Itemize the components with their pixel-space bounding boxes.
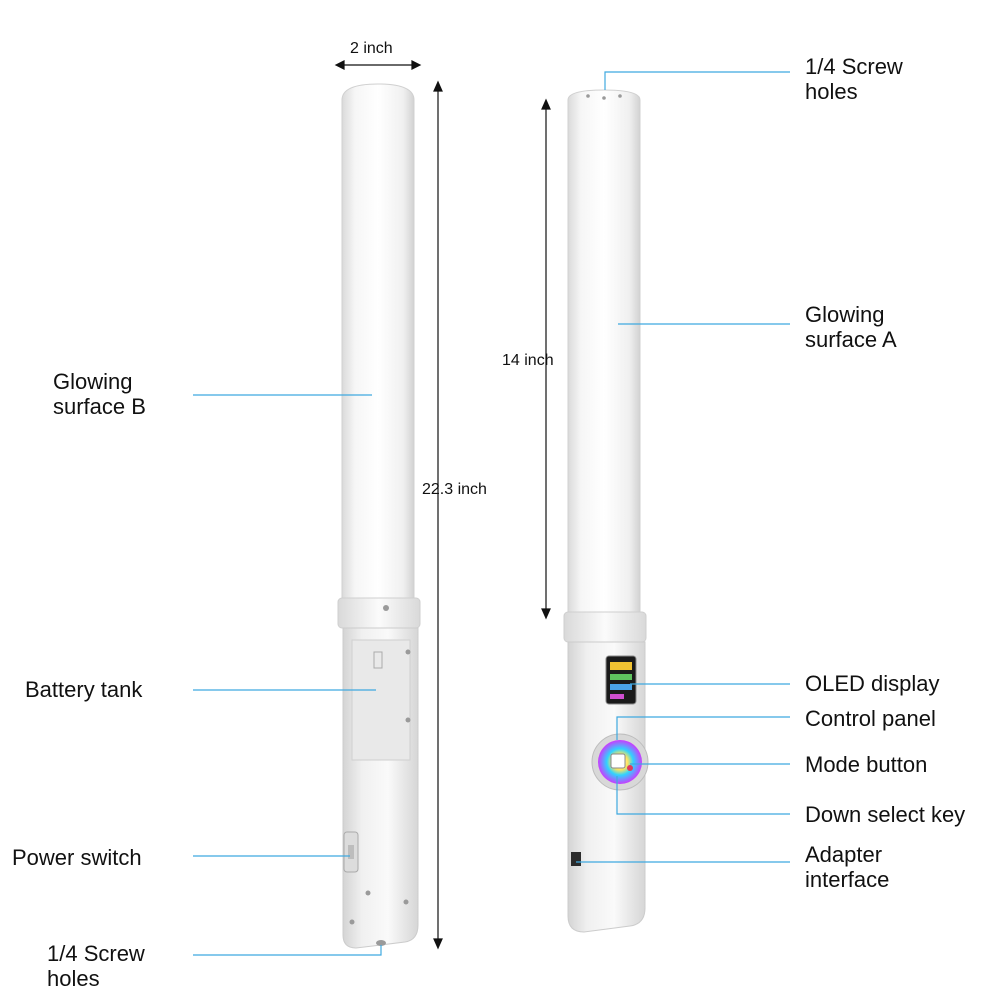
label-screw-holes-bottom: 1/4 Screw holes <box>47 941 145 991</box>
label-oled-display: OLED display <box>805 671 940 696</box>
dimension-lines <box>334 60 551 950</box>
label-down-select-key: Down select key <box>805 802 966 827</box>
label-control-panel: Control panel <box>805 706 936 731</box>
width-dimension-label: 2 inch <box>350 40 393 57</box>
light-length-dimension-label: 14 inch <box>502 352 554 369</box>
leader-lines <box>193 71 790 956</box>
label-glowing-surface-b: Glowing surface B <box>53 369 146 419</box>
right-light-stick <box>563 89 649 933</box>
label-adapter-interface: Adapter interface <box>805 842 890 892</box>
label-battery-tank: Battery tank <box>25 677 143 702</box>
left-light-stick <box>337 83 421 949</box>
total-length-dimension-label: 22.3 inch <box>422 481 487 498</box>
label-mode-button: Mode button <box>805 752 928 777</box>
label-power-switch: Power switch <box>12 845 142 870</box>
label-glowing-surface-a: Glowing surface A <box>805 302 897 352</box>
label-screw-holes-top: 1/4 Screw holes <box>805 54 903 104</box>
